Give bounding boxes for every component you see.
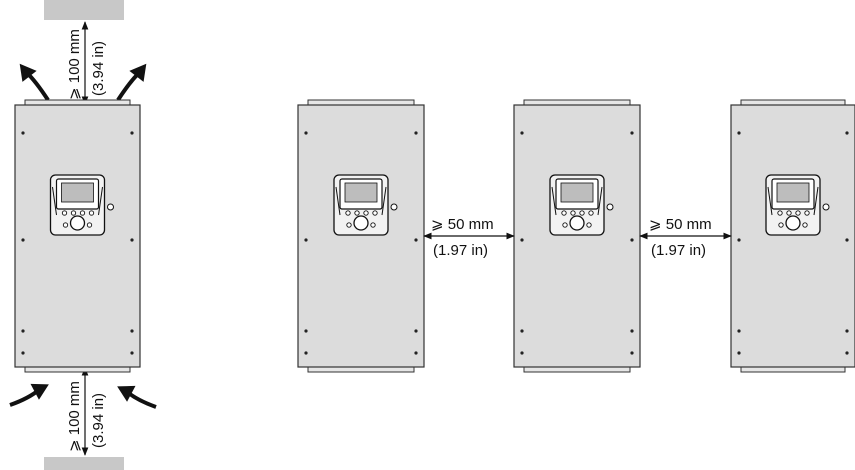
screw-icon <box>630 131 634 135</box>
status-led <box>107 203 114 211</box>
screw-icon <box>304 329 308 333</box>
screw-icon <box>845 131 849 135</box>
top-clearance-in-label: (3.94 in) <box>90 41 107 96</box>
screw-icon <box>630 351 634 355</box>
status-led <box>606 203 614 211</box>
screw-icon <box>21 238 25 242</box>
screw-icon <box>737 131 741 135</box>
screw-icon <box>130 131 134 135</box>
screw-icon <box>737 351 741 355</box>
drive-body <box>513 104 641 368</box>
drive-units <box>14 99 855 373</box>
screw-icon <box>845 351 849 355</box>
drive-body <box>14 104 141 368</box>
status-led <box>390 203 398 211</box>
screw-icon <box>414 351 418 355</box>
screw-icon <box>520 238 524 242</box>
drive-unit-2 <box>297 99 425 373</box>
screw-icon <box>520 329 524 333</box>
airflow-arrow-icon <box>19 63 50 102</box>
side-gap-1-in-label: (1.97 in) <box>433 242 488 259</box>
keypad-icon <box>549 174 605 236</box>
screw-icon <box>304 131 308 135</box>
drive-unit-1 <box>14 99 141 373</box>
keypad-icon <box>765 174 821 236</box>
screw-icon <box>304 351 308 355</box>
status-led <box>822 203 830 211</box>
side-gap-2-mm-label: ⩾ 50 mm <box>649 216 712 233</box>
drive-unit-3 <box>513 99 641 373</box>
screw-icon <box>21 351 25 355</box>
screw-icon <box>414 329 418 333</box>
top-clearance-mm-label: ⩾ 100 mm <box>66 29 83 100</box>
screw-icon <box>130 329 134 333</box>
screw-icon <box>845 329 849 333</box>
bottom-clearance-in-label: (3.94 in) <box>90 393 107 448</box>
airflow-arrow-icon <box>117 385 157 409</box>
floor-shade <box>44 457 124 470</box>
screw-icon <box>130 351 134 355</box>
bottom-clearance-mm-label: ⩾ 100 mm <box>66 381 83 452</box>
screw-icon <box>520 131 524 135</box>
screw-icon <box>630 329 634 333</box>
keypad-icon <box>333 174 389 236</box>
screw-icon <box>21 131 25 135</box>
screw-icon <box>737 329 741 333</box>
screw-icon <box>630 238 634 242</box>
side-gap-1-mm-label: ⩾ 50 mm <box>431 216 494 233</box>
screw-icon <box>737 238 741 242</box>
ceiling-shade <box>44 0 124 20</box>
drive-body <box>297 104 425 368</box>
screw-icon <box>414 238 418 242</box>
screw-icon <box>414 131 418 135</box>
screw-icon <box>21 329 25 333</box>
screw-icon <box>304 238 308 242</box>
airflow-arrow-icon <box>9 383 49 407</box>
screw-icon <box>845 238 849 242</box>
airflow-arrow-icon <box>116 63 147 102</box>
keypad-icon <box>49 174 106 236</box>
screw-icon <box>130 238 134 242</box>
drive-unit-4 <box>730 99 855 373</box>
screw-icon <box>520 351 524 355</box>
drive-body <box>730 104 855 368</box>
side-gap-2-in-label: (1.97 in) <box>651 242 706 259</box>
